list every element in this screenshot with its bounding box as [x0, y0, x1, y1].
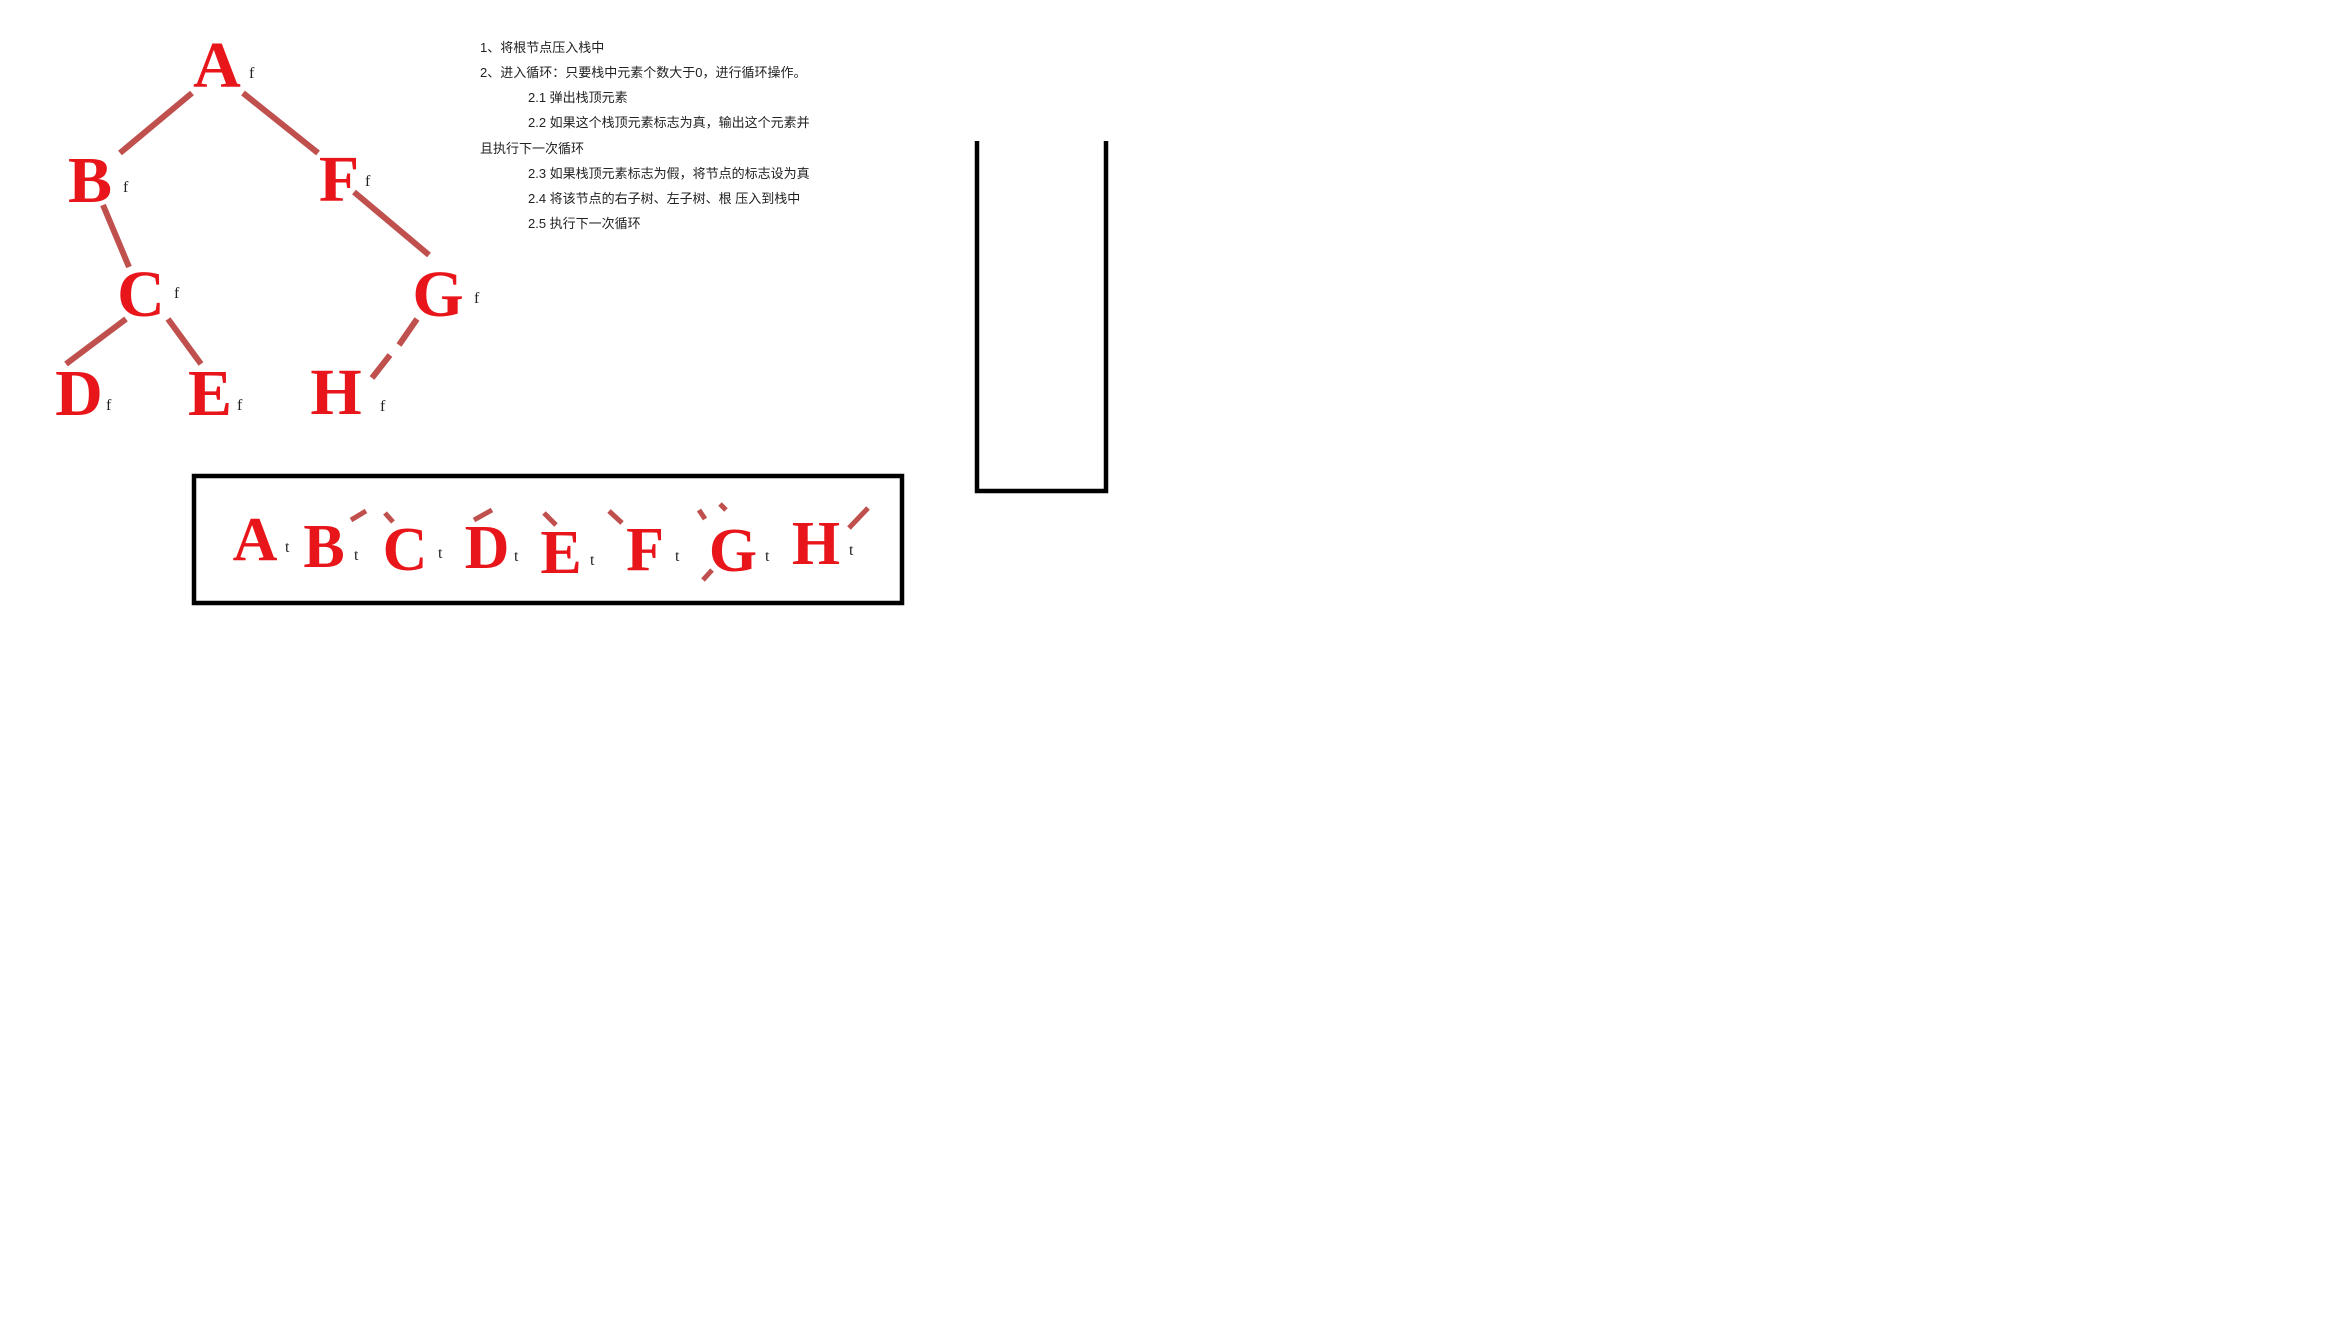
step-2-2: 2.2 如果这个栈顶元素标志为真，输出这个元素并 — [528, 115, 810, 130]
node-label: G — [412, 258, 463, 331]
output-label: G — [709, 517, 757, 585]
step-2-3: 2.3 如果栈顶元素标志为假，将节点的标志设为真 — [528, 166, 810, 181]
tree-node-f: F f — [319, 143, 371, 216]
edge-fragment — [607, 509, 624, 525]
node-label: F — [319, 143, 359, 216]
edge-fragment — [383, 511, 395, 524]
edge-fragment — [472, 507, 494, 523]
output-flag: t — [438, 545, 443, 562]
edge-fragment — [349, 508, 368, 523]
tree-node-d: D f — [55, 357, 112, 430]
node-flag: f — [365, 173, 371, 190]
edge-fragment — [718, 502, 728, 512]
tree-nodes: A f B f F f C f G f D f E f H f — [55, 29, 480, 430]
output-item-f: F t — [626, 516, 680, 584]
algorithm-steps: 1、将根节点压入栈中 2、进入循环：只要栈中元素个数大于0，进行循环操作。 2.… — [480, 40, 810, 231]
output-label: D — [465, 514, 510, 582]
node-label: B — [68, 144, 112, 217]
output-flag: t — [849, 542, 854, 559]
output-label: H — [792, 510, 840, 578]
output-flag: t — [285, 539, 290, 556]
output-sequence: A t B t C t D t E t F t G t H t — [233, 506, 854, 587]
edge-a-b — [118, 90, 194, 156]
tree-node-b: B f — [68, 144, 129, 217]
step-2: 2、进入循环：只要栈中元素个数大于0，进行循环操作。 — [480, 65, 806, 80]
output-label: A — [233, 506, 278, 574]
tree-edges — [64, 90, 431, 380]
output-flag: t — [675, 548, 680, 565]
node-label: D — [55, 357, 103, 430]
output-item-h: H t — [792, 510, 854, 578]
output-item-e: E t — [540, 519, 595, 587]
output-flag: t — [354, 547, 359, 564]
step-1: 1、将根节点压入栈中 — [480, 40, 604, 55]
output-box — [191, 473, 905, 606]
node-flag: f — [380, 398, 386, 415]
node-flag: f — [123, 179, 129, 196]
edge-a-f — [241, 90, 320, 156]
step-2-5: 2.5 执行下一次循环 — [528, 216, 641, 231]
node-label: H — [310, 356, 361, 429]
edge-f-g — [352, 189, 431, 258]
edge-g-h-segment-2 — [369, 353, 393, 380]
node-label: E — [188, 357, 232, 430]
output-item-d: D t — [465, 514, 519, 582]
output-item-a: A t — [233, 506, 290, 574]
edge-fragment — [847, 506, 870, 530]
node-label: A — [193, 29, 241, 102]
tree-node-h: H f — [310, 356, 386, 429]
output-edge-fragments — [349, 502, 870, 582]
tree-node-a: A f — [193, 29, 255, 102]
node-label: C — [117, 258, 165, 331]
node-flag: f — [249, 65, 255, 82]
edge-fragment — [701, 568, 714, 582]
step-2-1: 2.1 弹出栈顶元素 — [528, 90, 628, 105]
node-flag: f — [106, 397, 112, 414]
output-label: F — [626, 516, 664, 584]
output-label: E — [540, 519, 581, 587]
tree-node-c: C f — [117, 258, 180, 331]
edge-c-d — [64, 316, 128, 367]
tree-node-g: G f — [412, 258, 480, 331]
output-item-g: G t — [709, 517, 770, 585]
tree-node-e: E f — [188, 357, 243, 430]
output-flag: t — [590, 552, 595, 569]
edge-g-h-segment-1 — [396, 317, 420, 347]
output-flag: t — [765, 548, 770, 565]
node-flag: f — [237, 397, 243, 414]
edge-fragment — [696, 508, 708, 521]
output-flag: t — [514, 548, 519, 565]
edge-c-e — [165, 317, 204, 366]
edge-fragment — [542, 511, 558, 527]
output-label: B — [303, 513, 344, 581]
edge-b-c — [100, 203, 132, 269]
node-flag: f — [474, 290, 480, 307]
stack-container — [974, 141, 1109, 494]
output-label: C — [383, 516, 428, 584]
output-item-b: B t — [303, 513, 359, 581]
output-item-c: C t — [383, 516, 443, 584]
node-flag: f — [174, 285, 180, 302]
step-2-2-continued: 且执行下一次循环 — [480, 141, 584, 156]
step-2-4: 2.4 将该节点的右子树、左子树、根 压入到栈中 — [528, 191, 800, 206]
